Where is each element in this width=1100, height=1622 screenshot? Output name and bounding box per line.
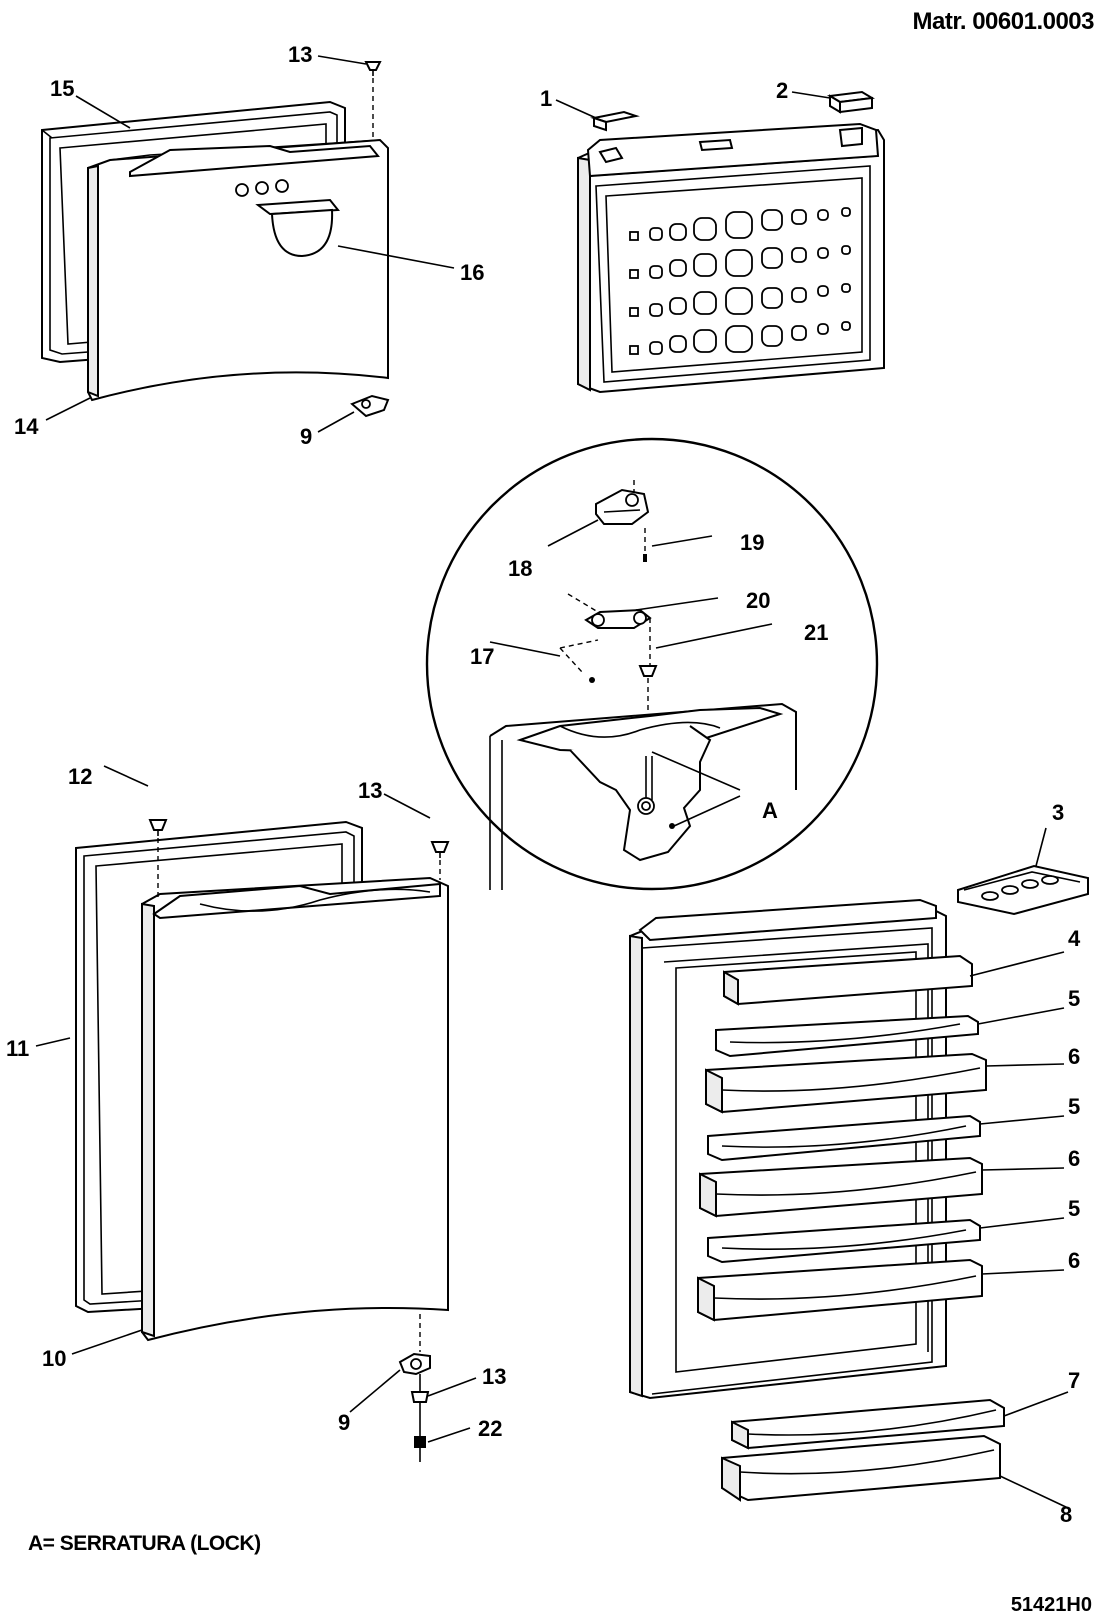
- callout-4: 4: [1068, 926, 1081, 951]
- callout-13-fridge-top: 13: [358, 778, 382, 803]
- callout-5-b: 5: [1068, 1094, 1080, 1119]
- callout-8: 8: [1060, 1502, 1072, 1527]
- callout-11: 11: [6, 1036, 29, 1061]
- callout-7: 7: [1068, 1368, 1080, 1393]
- part-19-screw: [643, 528, 647, 562]
- fridge-bottom-hinge: [398, 1314, 431, 1462]
- leader-lines: [35, 55, 1069, 1509]
- callout-3: 3: [1052, 800, 1064, 825]
- part-20-hinge-plate: [567, 593, 652, 666]
- part-1-clip: [590, 110, 640, 132]
- fridge-screw-12: [148, 819, 168, 900]
- callout-A: A: [762, 798, 778, 823]
- matricola-label: Matr. 00601.0003: [912, 8, 1095, 35]
- freezer-door-panel: [87, 138, 389, 402]
- callout-6-b: 6: [1068, 1146, 1080, 1171]
- callout-19: 19: [740, 530, 764, 555]
- freezer-inner-panel-assembly: [577, 90, 885, 394]
- part-6-bin-3: [697, 1258, 983, 1322]
- part-6-bin-1: [705, 1052, 987, 1114]
- freezer-door-assembly: [41, 61, 390, 418]
- callout-20: 20: [746, 588, 770, 613]
- fridge-screw-13-top: [430, 841, 450, 880]
- callout-2: 2: [776, 78, 788, 103]
- callout-21: 21: [804, 620, 828, 645]
- callout-13-freezer: 13: [288, 42, 312, 67]
- part-2-cap: [827, 90, 875, 114]
- callout-9-freezer: 9: [300, 424, 312, 449]
- callout-labels: 13 15 16 14 9 1 2 18 19 20 17 21 A 12 13…: [6, 42, 1081, 1527]
- callout-5-a: 5: [1068, 986, 1080, 1011]
- callout-14: 14: [14, 414, 39, 439]
- callout-12: 12: [68, 764, 92, 789]
- freezer-hinge-pin: [350, 394, 390, 418]
- part-8-bottle-bin: [721, 1434, 1001, 1502]
- fridge-door-panel: [141, 876, 449, 1342]
- part-21-bushing: [638, 665, 658, 720]
- callout-18: 18: [508, 556, 532, 581]
- part-3-egg-tray: [957, 864, 1089, 916]
- callout-10: 10: [42, 1346, 66, 1371]
- freezer-screw: [364, 61, 382, 140]
- callout-9-fridge: 9: [338, 1410, 350, 1435]
- callout-6-a: 6: [1068, 1044, 1080, 1069]
- fridge-door-assembly: [75, 819, 450, 1462]
- lock-detail-circle: [425, 437, 879, 891]
- callout-16: 16: [460, 260, 484, 285]
- part-18-hinge-cover: [595, 480, 650, 525]
- lock-legend: A= SERRATURA (LOCK): [28, 1532, 261, 1555]
- callout-22: 22: [478, 1416, 502, 1441]
- callout-13-fridge-bottom: 13: [482, 1364, 506, 1389]
- part-5-shelf-2: [707, 1114, 981, 1162]
- callout-5-c: 5: [1068, 1196, 1080, 1221]
- part-4-shelf: [723, 954, 973, 1006]
- part-7-shelf: [731, 1398, 1005, 1450]
- drawing-code: 51421H0: [1010, 1594, 1092, 1616]
- callout-1: 1: [540, 86, 552, 111]
- part-5-shelf-3: [707, 1218, 981, 1264]
- part-6-bin-2: [699, 1156, 983, 1218]
- callout-6-c: 6: [1068, 1248, 1080, 1273]
- callout-15: 15: [50, 76, 74, 101]
- door-top-corner-detail: [489, 702, 797, 890]
- part-5-shelf-1: [715, 1014, 979, 1058]
- part-17-pin: [559, 639, 599, 683]
- fridge-inner-door-assembly: [629, 864, 1089, 1502]
- callout-17: 17: [470, 644, 494, 669]
- freezer-panel-hole-pattern: [629, 207, 851, 355]
